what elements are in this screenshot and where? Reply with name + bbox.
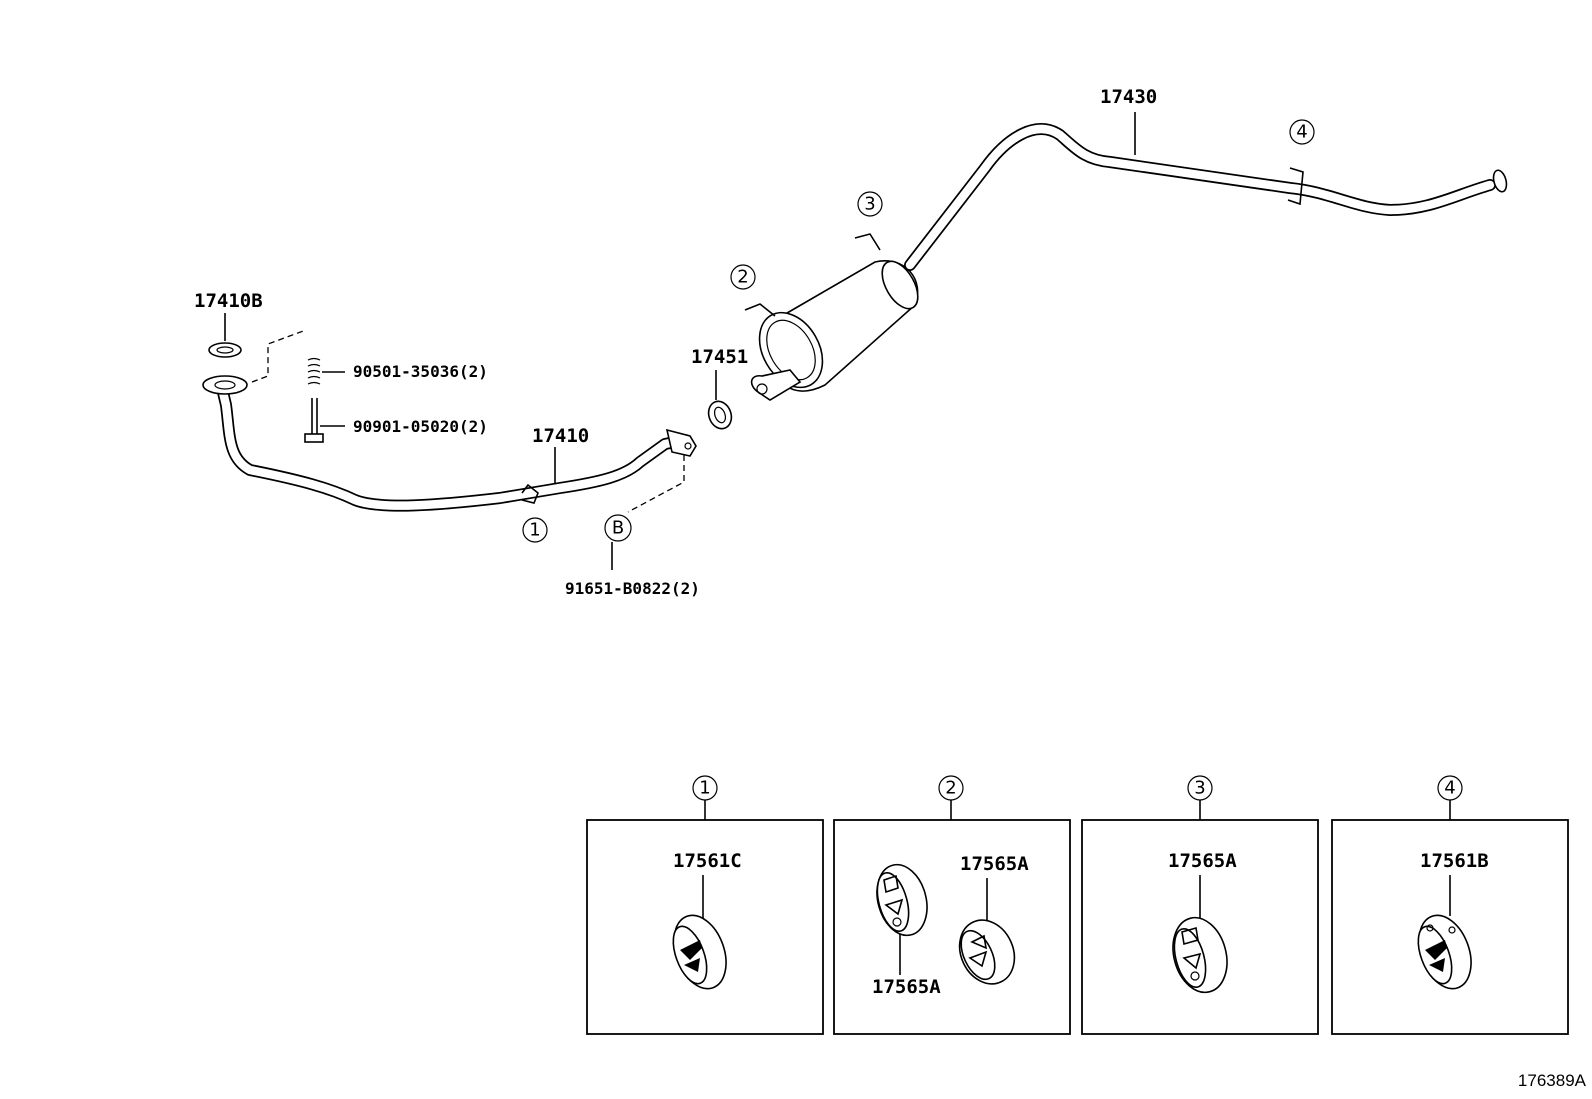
gasket-17451 [707, 370, 733, 430]
box-4-callout: 4 [1444, 778, 1455, 799]
box-3-callout: 3 [1194, 778, 1205, 799]
label-17430: 17430 [1100, 86, 1157, 108]
detail-box-4: 4 17561B [1331, 775, 1569, 1035]
callout-2-text: 2 [737, 267, 748, 288]
callout-b-text: B [612, 518, 624, 539]
detail-box-1: 1 17561C [586, 775, 824, 1035]
front-pipe [202, 375, 697, 512]
callout-3: 3 [857, 191, 883, 217]
label-17410b: 17410B [194, 290, 263, 312]
callout-b: B [604, 514, 632, 542]
label-90501: 90501-35036(2) [353, 362, 488, 381]
spring-90501 [307, 357, 345, 385]
box-4-part-label: 17561B [1420, 850, 1489, 872]
hanger-17561c [672, 914, 727, 990]
label-90901: 90901-05020(2) [353, 417, 488, 436]
box-1-callout: 1 [699, 778, 710, 799]
label-17410: 17410 [532, 425, 589, 447]
box-2-part-label-a: 17565A [960, 853, 1029, 875]
gasket-17410b [208, 313, 242, 358]
detail-box-2: 2 17565A 17565A [833, 775, 1071, 1035]
label-91651: 91651-B0822(2) [565, 579, 700, 598]
hanger-17565a-left [876, 863, 928, 937]
box-1-part-label: 17561C [673, 850, 742, 872]
bolt-90901 [304, 398, 345, 443]
callout-2: 2 [730, 264, 756, 290]
box-2-callout: 2 [945, 778, 956, 799]
callout-3-text: 3 [864, 194, 875, 215]
muffler [744, 233, 919, 401]
box-2-part-label-b: 17565A [872, 976, 941, 998]
callout-4: 4 [1289, 119, 1315, 145]
hanger-17565a-right [958, 919, 1016, 985]
diagram-reference-id: 176389A [1518, 1071, 1587, 1090]
hanger-17565a [1172, 916, 1228, 994]
hanger-17561b [1417, 914, 1472, 990]
box-3-part-label: 17565A [1168, 850, 1237, 872]
callout-1-text: 1 [529, 520, 540, 541]
callout-4-text: 4 [1296, 122, 1307, 143]
label-17451: 17451 [691, 346, 748, 368]
tail-pipe [904, 112, 1508, 271]
detail-box-3: 3 17565A [1081, 775, 1319, 1035]
callout-1: 1 [522, 517, 548, 543]
